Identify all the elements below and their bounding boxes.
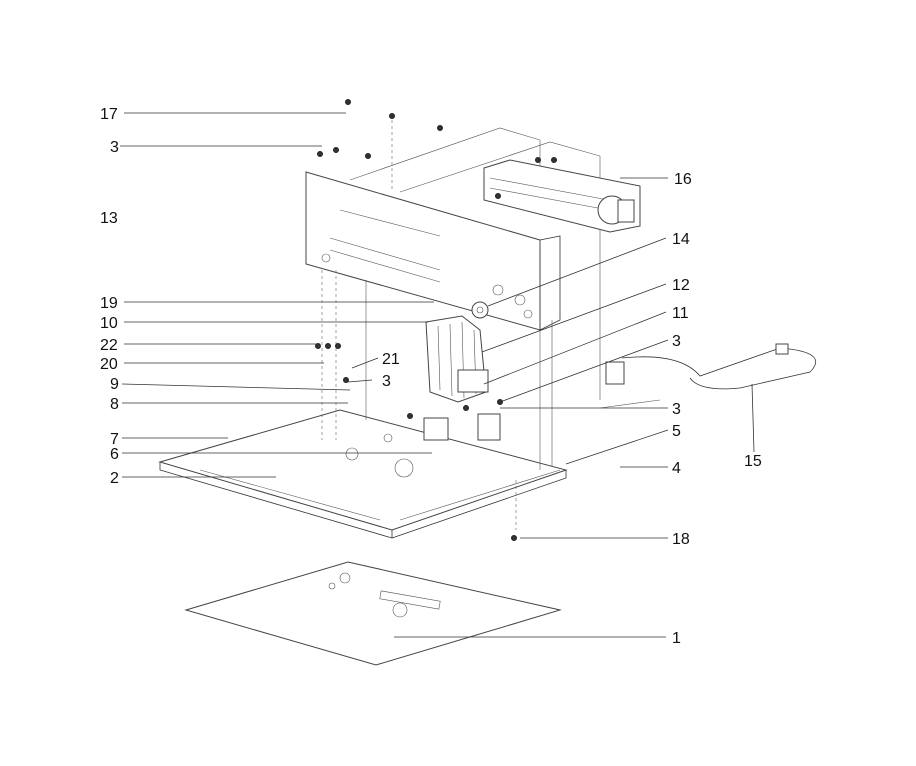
callout-13: 13 [100,210,118,227]
callout-1: 1 [672,630,681,647]
callout-3-right-upper: 3 [672,333,681,350]
callout-3-right-lower: 3 [672,401,681,418]
callout-6: 6 [110,446,119,463]
callout-19: 19 [100,295,118,312]
guide-lines [321,120,661,530]
callout-11: 11 [672,305,689,322]
callout-labels: 17 3 13 16 14 12 11 19 10 3 22 20 21 3 9… [100,106,762,647]
callout-9: 9 [110,376,119,393]
part-2-base-tray [158,409,568,539]
callout-17: 17 [100,106,118,123]
screws [315,99,557,541]
callout-18: 18 [672,531,690,548]
callout-22: 22 [100,337,118,354]
callout-7: 7 [110,431,119,448]
part-15-cable [621,343,816,390]
callout-3-center: 3 [382,373,391,390]
part-10-11-12-element-assembly [425,315,489,403]
callout-14: 14 [672,231,690,248]
leader-lines [120,112,755,638]
callout-2: 2 [110,470,119,487]
callout-4: 4 [672,460,681,477]
part-16-blower-fan [483,159,641,233]
callout-12: 12 [672,277,690,294]
part-1-bottom-plate [184,561,562,666]
callout-10: 10 [100,315,118,332]
callout-8: 8 [110,396,119,413]
part-valves [423,361,625,441]
part-14-pulley [471,301,489,319]
callout-16: 16 [674,171,692,188]
callout-20: 20 [100,356,118,373]
callout-21: 21 [382,351,400,368]
callout-5: 5 [672,423,681,440]
callout-3-top: 3 [110,139,119,156]
callout-15: 15 [744,453,762,470]
